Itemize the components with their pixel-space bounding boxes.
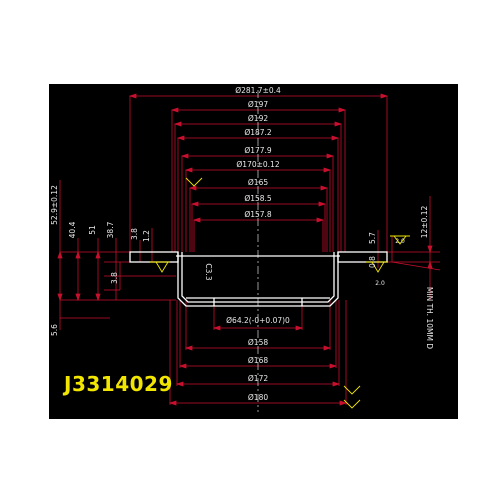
min-thickness-note: MIN TH. 10MM D: [425, 287, 434, 349]
dim-top-4: Ø177.9: [244, 146, 272, 155]
dim-left-7: 5.6: [50, 324, 59, 336]
chamfer-label: C3.3: [204, 263, 213, 280]
dimension-lines-top: [128, 93, 389, 223]
drawing-frame: Ø281.7±0.4 Ø197 Ø192 Ø187.2 Ø177.9 Ø170±…: [49, 84, 458, 419]
dim-bottom-1: Ø158: [248, 338, 268, 347]
dim-top-2: Ø192: [248, 114, 268, 123]
dimension-lines-left: [57, 180, 178, 330]
dim-top-0: Ø281.7±0.4: [235, 86, 281, 95]
dim-right-2: 12±0.12: [420, 206, 429, 239]
dim-right-0: 5.7: [368, 232, 377, 244]
surface-finish-symbols: [150, 177, 410, 409]
surface-finish-0: 2.0: [395, 238, 405, 245]
dim-top-1: Ø197: [248, 100, 268, 109]
dim-bottom-0: Ø64.2(-0+0.07)0: [226, 316, 290, 325]
dim-right-1: 0.8: [368, 256, 377, 268]
dim-bottom-4: Ø180: [248, 393, 268, 402]
dim-left-1: 40.4: [68, 221, 77, 238]
dim-left-5: 1.2: [142, 230, 151, 242]
part-number: J3314029: [64, 372, 173, 396]
extension-lines: [129, 96, 388, 405]
dim-top-5: Ø170±0.12: [236, 160, 279, 169]
surface-finish-1: 2.0: [375, 280, 385, 287]
dim-top-7: Ø158.5: [244, 194, 272, 203]
dimension-labels: Ø281.7±0.4 Ø197 Ø192 Ø187.2 Ø177.9 Ø170±…: [50, 86, 434, 402]
dim-bottom-2: Ø168: [248, 356, 268, 365]
dim-left-6: 3.8: [110, 272, 119, 284]
dim-left-4: 3.8: [130, 228, 139, 240]
dim-bottom-3: Ø172: [248, 374, 268, 383]
dim-top-3: Ø187.2: [244, 128, 272, 137]
dimension-lines-right: [340, 196, 441, 300]
dim-left-3: 38.7: [106, 221, 115, 238]
dim-top-8: Ø157.8: [244, 210, 272, 219]
brake-disc-technical-drawing: [57, 90, 441, 412]
dim-top-6: Ø165: [248, 178, 268, 187]
dim-left-0: 52.9±0.12: [50, 185, 59, 225]
dim-left-2: 51: [88, 225, 97, 235]
